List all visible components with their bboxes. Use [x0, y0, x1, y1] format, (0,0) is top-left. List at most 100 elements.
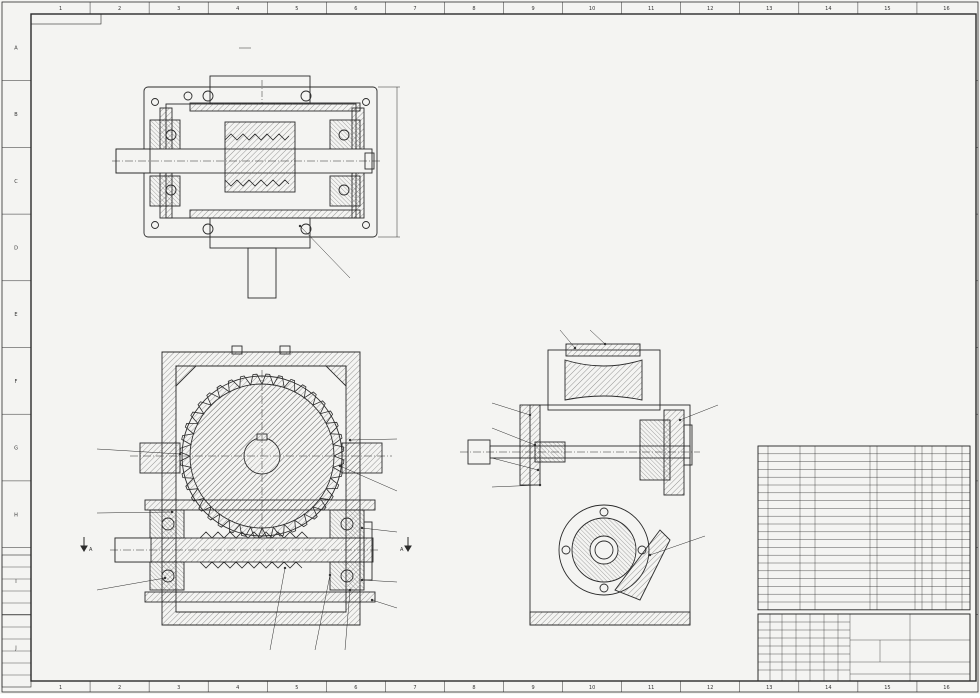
zone-number: 2	[118, 685, 121, 691]
section-marker-left-text: A	[89, 547, 93, 553]
zone-number: 3	[177, 6, 180, 12]
leader-line	[589, 329, 606, 345]
leader-dot	[178, 452, 182, 456]
zone-number: 14	[825, 6, 831, 12]
leader-dot	[170, 510, 174, 514]
zone-number: 5	[295, 685, 298, 691]
leader-line	[339, 465, 398, 492]
zone-letter: G	[14, 446, 18, 452]
zone-number: 5	[295, 6, 298, 12]
leader-line	[371, 599, 398, 609]
zone-number: 11	[648, 6, 654, 12]
zone-number: 16	[943, 6, 949, 12]
zone-number: 4	[236, 685, 239, 691]
leader-line	[269, 567, 286, 651]
zone-number: 15	[884, 685, 890, 691]
zone-number: 1	[59, 6, 62, 12]
leader-line	[491, 484, 541, 488]
zone-marks-left: A B C D E F G H I J	[2, 45, 978, 652]
zone-letter: A	[14, 45, 18, 51]
zone-number: 13	[766, 685, 772, 691]
zone-number: 6	[354, 685, 357, 691]
leader-dot	[528, 413, 532, 417]
leader-lines	[96, 224, 719, 651]
zone-number: 10	[589, 685, 595, 691]
leader-dot	[283, 566, 287, 570]
zone-number: 4	[236, 6, 239, 12]
leader-dot	[298, 224, 302, 228]
leader-line	[96, 448, 181, 455]
leader-dot	[533, 443, 537, 447]
leader-line	[559, 329, 576, 349]
zone-letter: H	[14, 512, 18, 518]
leader-line	[361, 527, 398, 533]
corner-tag	[30, 13, 102, 25]
leader-dot	[648, 553, 652, 557]
leader-dot	[370, 598, 374, 602]
zone-number: 11	[648, 685, 654, 691]
worm-gear-teeth	[179, 373, 345, 539]
leader-dot	[348, 588, 352, 592]
leader-dot	[678, 418, 682, 422]
leader-line	[314, 574, 331, 651]
leader-line	[96, 511, 173, 514]
side-view	[460, 343, 700, 626]
top-view	[112, 75, 400, 299]
title-block-outline	[757, 613, 971, 682]
bom-table	[757, 445, 971, 611]
zone-number: 7	[413, 6, 416, 12]
leader-line	[349, 438, 398, 441]
leader-dot	[328, 573, 332, 577]
zone-number: 7	[413, 685, 416, 691]
leader-line	[344, 589, 351, 651]
leader-dot	[360, 526, 364, 530]
zone-number: 9	[531, 6, 534, 12]
zone-number: 12	[707, 685, 713, 691]
zone-letter: I	[15, 579, 16, 585]
leader-line	[649, 535, 706, 556]
leader-dot	[338, 464, 342, 468]
zone-marks-top: 1122334455667788991010111112121313141415…	[59, 2, 950, 692]
leader-dot	[360, 578, 364, 582]
zone-number: 14	[825, 685, 831, 691]
section-marker-right: A	[400, 537, 412, 553]
title-block	[757, 613, 971, 682]
zone-number: 16	[943, 685, 949, 691]
leader-dot	[573, 346, 577, 350]
zone-letter: D	[14, 245, 18, 251]
leader-line	[491, 427, 536, 446]
zone-number: 3	[177, 685, 180, 691]
zone-letter: J	[14, 646, 16, 652]
leader-dot	[348, 438, 352, 442]
leader-line	[491, 402, 531, 416]
leader-dot	[536, 468, 540, 472]
front-section-view	[110, 345, 392, 626]
zone-number: 9	[531, 685, 534, 691]
zone-number: 6	[354, 6, 357, 12]
section-marker-left: A	[80, 537, 93, 553]
zone-number: 8	[472, 6, 475, 12]
left-revision-strip	[1, 554, 32, 688]
leader-line	[361, 579, 398, 583]
zone-number: 2	[118, 6, 121, 12]
zone-number: 13	[766, 6, 772, 12]
zone-letter: F	[15, 379, 18, 385]
leader-dot	[603, 342, 607, 346]
leader-line	[679, 404, 719, 421]
zone-number: 1	[59, 685, 62, 691]
leader-line	[491, 457, 539, 471]
leader-dot	[163, 576, 167, 580]
leader-dot	[538, 483, 542, 487]
zone-letter: C	[14, 179, 18, 185]
zone-number: 10	[589, 6, 595, 12]
zone-letter: B	[14, 112, 18, 118]
bom-outline	[757, 445, 971, 611]
leader-line	[96, 577, 166, 591]
zone-number: 8	[472, 685, 475, 691]
section-marker-right-text: A	[400, 547, 404, 553]
zone-letter: E	[14, 312, 17, 318]
leader-line	[299, 225, 351, 279]
